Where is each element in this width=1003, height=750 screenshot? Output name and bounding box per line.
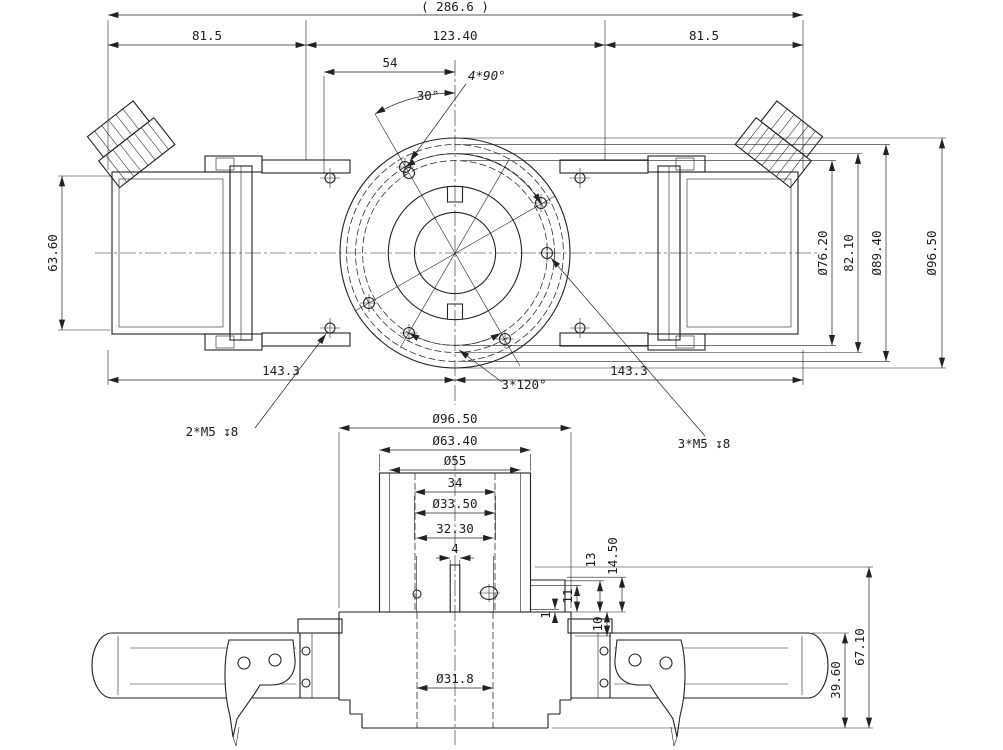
dim-dia-55: Ø55 (444, 453, 467, 468)
dim-h67-1: 67.10 (852, 628, 867, 666)
dim-width-32-3: 32.30 (436, 521, 474, 536)
dim-h11: 11 (560, 588, 575, 603)
dim-h13: 13 (583, 552, 598, 567)
dim-dia-63: Ø63.40 (432, 433, 477, 448)
dim-h14-5: 14.50 (605, 537, 620, 575)
dim-dia-96-side: Ø96.50 (432, 411, 477, 426)
dim-dia-31-8: Ø31.8 (436, 671, 474, 686)
callout-tap-two: 2*M5 ↧8 (186, 424, 239, 439)
dim-span-left: 81.5 (192, 28, 222, 43)
dim-h39-6: 39.60 (828, 661, 843, 699)
dim-dia-33-5: Ø33.50 (432, 496, 477, 511)
top-extension-lines (58, 20, 946, 385)
dim-holes-four: 4*90° (468, 68, 506, 83)
dim-82: 82.10 (841, 234, 856, 272)
side-extension-lines (338, 432, 873, 729)
dim-reach-right: 143.3 (610, 363, 648, 378)
top-dimension-lines (58, 11, 946, 437)
dim-dia-89: Ø89.40 (869, 230, 884, 275)
dim-dia-76: Ø76.20 (815, 230, 830, 275)
dim-slot-4: 4 (451, 541, 459, 556)
dim-angle-thirty: 30° (417, 88, 440, 103)
dim-width-34: 34 (447, 475, 462, 490)
dim-span-right: 81.5 (689, 28, 719, 43)
dim-holes-three: 3*120° (501, 377, 546, 392)
top-view: ( 286.6 ) 81.5 123.40 81.5 54 4*90° 30° … (45, 0, 946, 451)
side-dimension-lines (338, 424, 873, 729)
toggle-hook-right (614, 639, 686, 747)
body-and-arms (91, 611, 829, 729)
dim-h10: 10 (590, 616, 605, 631)
dim-pin-span: 54 (382, 55, 397, 70)
dim-h1: 1 (538, 611, 553, 619)
dim-dia-96-top: Ø96.50 (924, 230, 939, 275)
upper-block (378, 472, 566, 613)
dim-reach-left: 143.3 (262, 363, 300, 378)
side-view: Ø96.50 Ø63.40 Ø55 34 Ø33.50 32.30 4 13 1… (91, 411, 873, 747)
callout-tap-three: 3*M5 ↧8 (678, 436, 731, 451)
dim-body-height: 63.60 (45, 234, 60, 272)
toggle-hook-left (224, 639, 296, 747)
dim-overall: ( 286.6 ) (421, 0, 489, 14)
dim-span-center: 123.40 (432, 28, 477, 43)
